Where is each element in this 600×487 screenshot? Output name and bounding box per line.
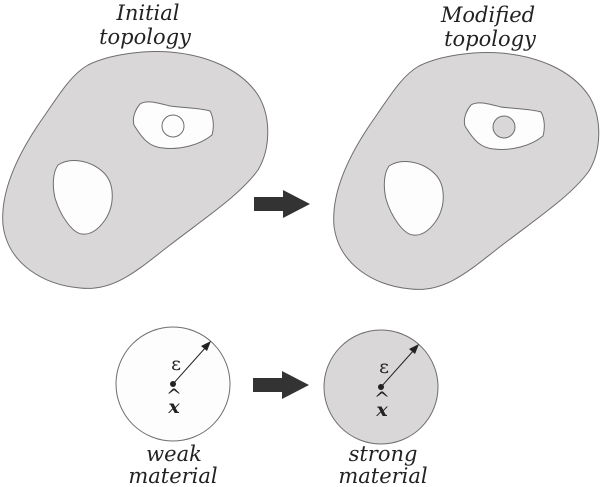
weak-x-hat-label: x [167,396,180,418]
initial-topology [2,51,269,289]
modified-topology [333,52,600,290]
weak-material-label-line2: material [128,464,217,487]
initial-domain-outline [2,51,269,289]
strong-radius-line [380,349,415,388]
material-arrow-icon [253,371,309,399]
topology-arrow-icon [254,190,310,218]
strong-radius-arrowhead-icon [409,344,419,354]
initial-inclusion-void [161,114,185,138]
initial-topology-title-line2: topology [99,25,192,49]
weak-radius-line [172,346,207,385]
weak-material-label-line1: weak [146,442,202,466]
strong-material-ball: ε ^ x [323,329,439,445]
strong-x-hat-label: x [375,399,388,421]
strong-hat-label: ^ [374,388,390,410]
modified-inclusion-material [492,115,516,139]
strong-center-point [378,384,384,390]
modified-topology-title-line1: Modified [440,3,535,27]
strong-epsilon-label: ε [379,356,389,378]
strong-material-label-line1: strong [349,442,418,466]
weak-radius-arrowhead-icon [201,341,211,351]
weak-hat-label: ^ [166,385,182,407]
weak-epsilon-label: ε [171,353,181,375]
initial-topology-title-line1: Initial [116,1,180,25]
modified-topology-title-line2: topology [444,27,537,51]
weak-center-point [170,381,176,387]
modified-domain-outline [333,52,600,290]
modified-hole-lower [383,161,444,236]
weak-material-ball: ε ^ x [115,326,231,442]
initial-hole-lower [52,160,113,235]
strong-material-label-line2: material [338,464,427,487]
